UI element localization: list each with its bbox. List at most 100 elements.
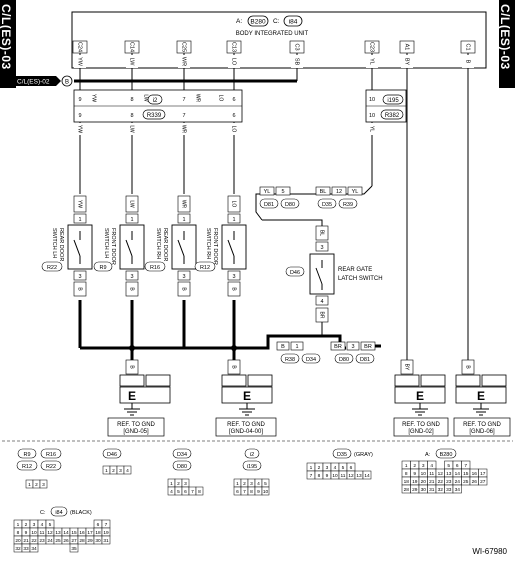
gnd-05-ref-1: REF. TO GND [117, 422, 155, 428]
legend-pin-cell [362, 470, 372, 480]
mid-wire-label-lw: LW [129, 125, 135, 132]
sw-rear-rh-conn: R16 [150, 265, 160, 271]
connector-i2-pin-8-label: 8 [130, 97, 133, 103]
rgg-seg2-conn-a-label: D80 [339, 357, 349, 363]
legend-pin-number: 6 [350, 465, 353, 471]
wire-b-gate-ground [234, 334, 346, 350]
legend-pin-number: 11 [429, 471, 434, 477]
wire-label-b-top: B [462, 55, 474, 68]
legend-d46-id: D46 [107, 452, 117, 458]
connector-i2-pin-6: 6 [229, 91, 239, 105]
legend-pin-number: 24 [455, 479, 461, 485]
sw-front-lh-bottom-color: B [129, 287, 135, 291]
legend-pin-number: 21 [429, 479, 435, 485]
biu-connector-a [247, 15, 269, 27]
legend-i84-prefix: C: [40, 510, 46, 516]
sw-rear-lh-pin-1: 1 [78, 217, 81, 223]
legend-d35-note: (GRAY) [354, 452, 373, 458]
legend-pin-number: 23 [39, 538, 45, 544]
wire-yl-branch [255, 185, 373, 221]
wire-color-labels-top: YW LW WR LO SB YL BY B [74, 55, 474, 68]
legend-pin-number: 16 [472, 471, 478, 477]
connector-r339-tag [142, 109, 166, 120]
rgg-seg2-pin: 3 [351, 344, 354, 350]
ground-gnd-04-00: B E REF. TO GND [GND-04-00] [215, 359, 277, 437]
legend-pin-number: 8 [318, 473, 321, 479]
gnd-06-wire-color: B [465, 365, 471, 369]
legend-pin-number: 10 [421, 471, 427, 477]
legend-pin-number: 9 [326, 473, 329, 479]
legend-pin-number: 31 [429, 487, 435, 493]
legend-pin-number: 2 [35, 482, 38, 488]
legend-pin-number: 25 [55, 538, 61, 544]
sw-front-rh-name-2: SWITCH RH [205, 228, 211, 259]
connector-i2-pin-8-bottom-label: 8 [130, 113, 133, 119]
rear-gate-ground-segment-1: B 1 R38 D34 [276, 341, 321, 364]
legend-pin-number: 3 [184, 481, 187, 487]
mid-wire-labels: YW LW WR LO YL [74, 123, 378, 135]
sw-rear-rh-bottom-color: B [181, 287, 187, 291]
legend-r16: R16 [46, 452, 56, 458]
legend-pin-number: 9 [25, 530, 28, 536]
rg-seg1-conn-b [280, 198, 300, 209]
i2-wire-labels: YW LW WR LO [88, 91, 227, 105]
biu-pin-c23-label: C23 [369, 42, 375, 52]
connector-i2-pin-7-label: 7 [182, 97, 185, 103]
sw-rear-rh-top-color: WR [181, 200, 187, 209]
rgg-seg1-conn-a-label: R38 [285, 357, 295, 363]
wire-label-yl-top-text: YL [369, 58, 375, 65]
legend-i195-id: i195 [247, 464, 257, 470]
legend-pin-number: 28 [79, 538, 85, 544]
connector-i195-pin-10-label: 10 [369, 97, 375, 103]
legend-pin-number: 8 [198, 489, 201, 495]
connector-i2-pin-9-bottom-label: 9 [78, 113, 81, 119]
rg-seg1-color: YL [264, 189, 271, 195]
wire-label-b-top-text: B [465, 60, 471, 64]
legend-pin-number: 31 [103, 538, 109, 544]
gnd-0400-ref-2: [GND-04-00] [229, 429, 263, 435]
sw-front-rh-top-color: LO [231, 201, 237, 208]
connector-i2-pin-6-label: 6 [232, 97, 235, 103]
legend-pin-number: 1 [170, 481, 173, 487]
sw-front-rh-bottom-color: B [231, 287, 237, 291]
gnd-05-letter: E [128, 389, 136, 403]
rg-switch-conn [285, 266, 305, 277]
biu-pin-a1: A1 [399, 40, 415, 54]
legend-pin-number: 34 [455, 487, 461, 493]
legend-pin-number: 4 [41, 522, 44, 528]
legend-pin-number: 5 [342, 465, 345, 471]
sw-front-rh-pin-3: 3 [232, 274, 235, 280]
rear-gate-latch-switch: BL 3 4 BR D46 REAR GATE LATCH SWITCH [285, 225, 383, 323]
gnd-02-ref-1: REF. TO GND [402, 422, 440, 428]
wire-label-by-top-text: BY [404, 58, 410, 66]
mid-wire-label-yl: YL [369, 126, 375, 132]
connector-i2-pin-9-bottom: 9 [75, 107, 85, 121]
biu-pin-c13-label: C13 [231, 42, 237, 52]
connector-i2-pin-9: 9 [75, 91, 85, 105]
gnd-06-ref-2: [GND-06] [469, 429, 495, 435]
legend-pin-number: 15 [463, 471, 469, 477]
legend-pin-number: 24 [47, 538, 53, 544]
rg-switch-bottom-pin: 4 [320, 299, 323, 305]
legend-pin-number: 2 [243, 481, 246, 487]
legend-pin-number: 12 [438, 471, 444, 477]
connector-i2-pin-8-bottom: 8 [127, 107, 137, 121]
connector-i2-pin-6-bottom: 6 [229, 107, 239, 121]
rg-seg2-conn-a [317, 198, 337, 209]
legend-pin-number: 26 [63, 538, 69, 544]
sw-front-lh-name-2: SWITCH LH [103, 228, 109, 258]
front-door-switch-rh: LO 1 3 B FRONT DOOR SWITCH RH R12 [194, 195, 247, 297]
legend-pin-number: 33 [23, 546, 29, 552]
legend-pin-number: 18 [95, 530, 101, 536]
legend-pin-number: 32 [15, 546, 21, 552]
connector-i2-pin-7-bottom: 7 [179, 107, 189, 121]
sw-front-rh-conn: R12 [200, 265, 210, 271]
biu-pin-a1-label: A1 [404, 44, 410, 51]
rgg-seg2-color: BR [334, 344, 342, 350]
wire-label-sb-top-text: SB [294, 58, 300, 66]
